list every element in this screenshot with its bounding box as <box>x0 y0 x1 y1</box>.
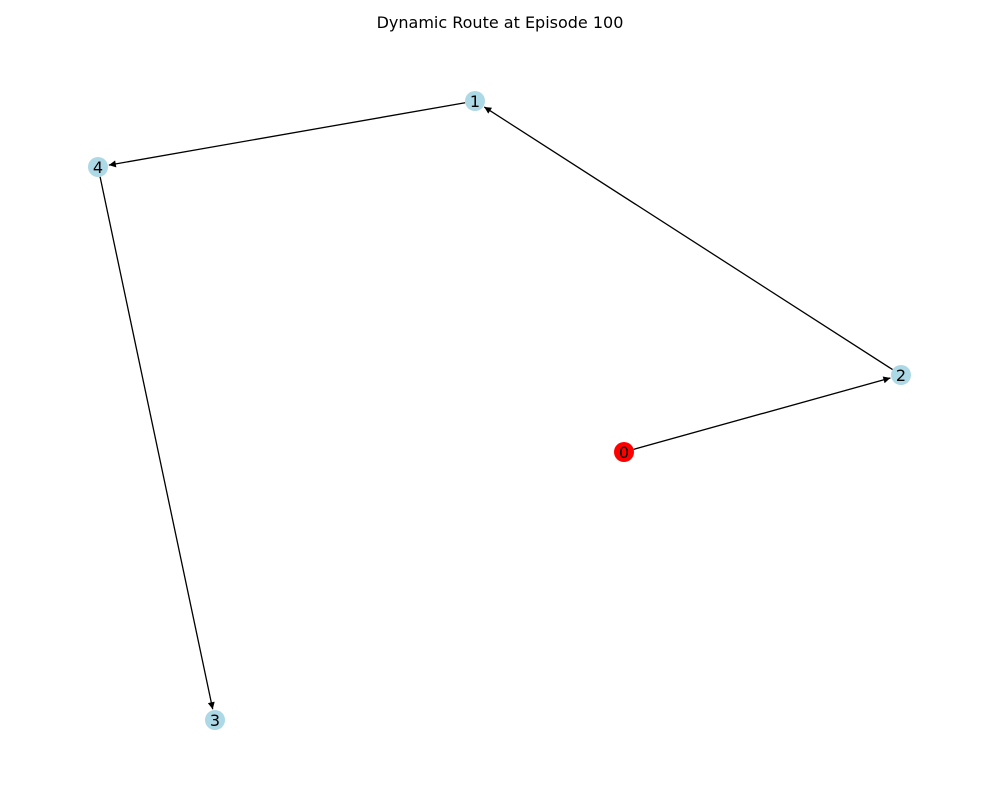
node-3 <box>205 710 225 730</box>
node-2 <box>891 365 911 385</box>
edge-1-to-4 <box>108 102 466 168</box>
node-label-3: 3 <box>210 711 220 730</box>
node-label-2: 2 <box>896 366 906 385</box>
node-1 <box>465 91 485 111</box>
node-0-start <box>614 442 634 462</box>
graph-title: Dynamic Route at Episode 100 <box>377 13 624 32</box>
edge-0-to-2 <box>633 376 891 450</box>
node-label-0: 0 <box>619 443 629 462</box>
node-label-1: 1 <box>470 92 480 111</box>
node-label-4: 4 <box>93 158 103 177</box>
edges-layer <box>99 102 893 710</box>
nodes-layer: 0 1 2 3 4 <box>88 91 911 730</box>
node-4 <box>88 157 108 177</box>
edge-4-to-3 <box>99 176 215 710</box>
edge-2-to-1 <box>483 106 893 371</box>
